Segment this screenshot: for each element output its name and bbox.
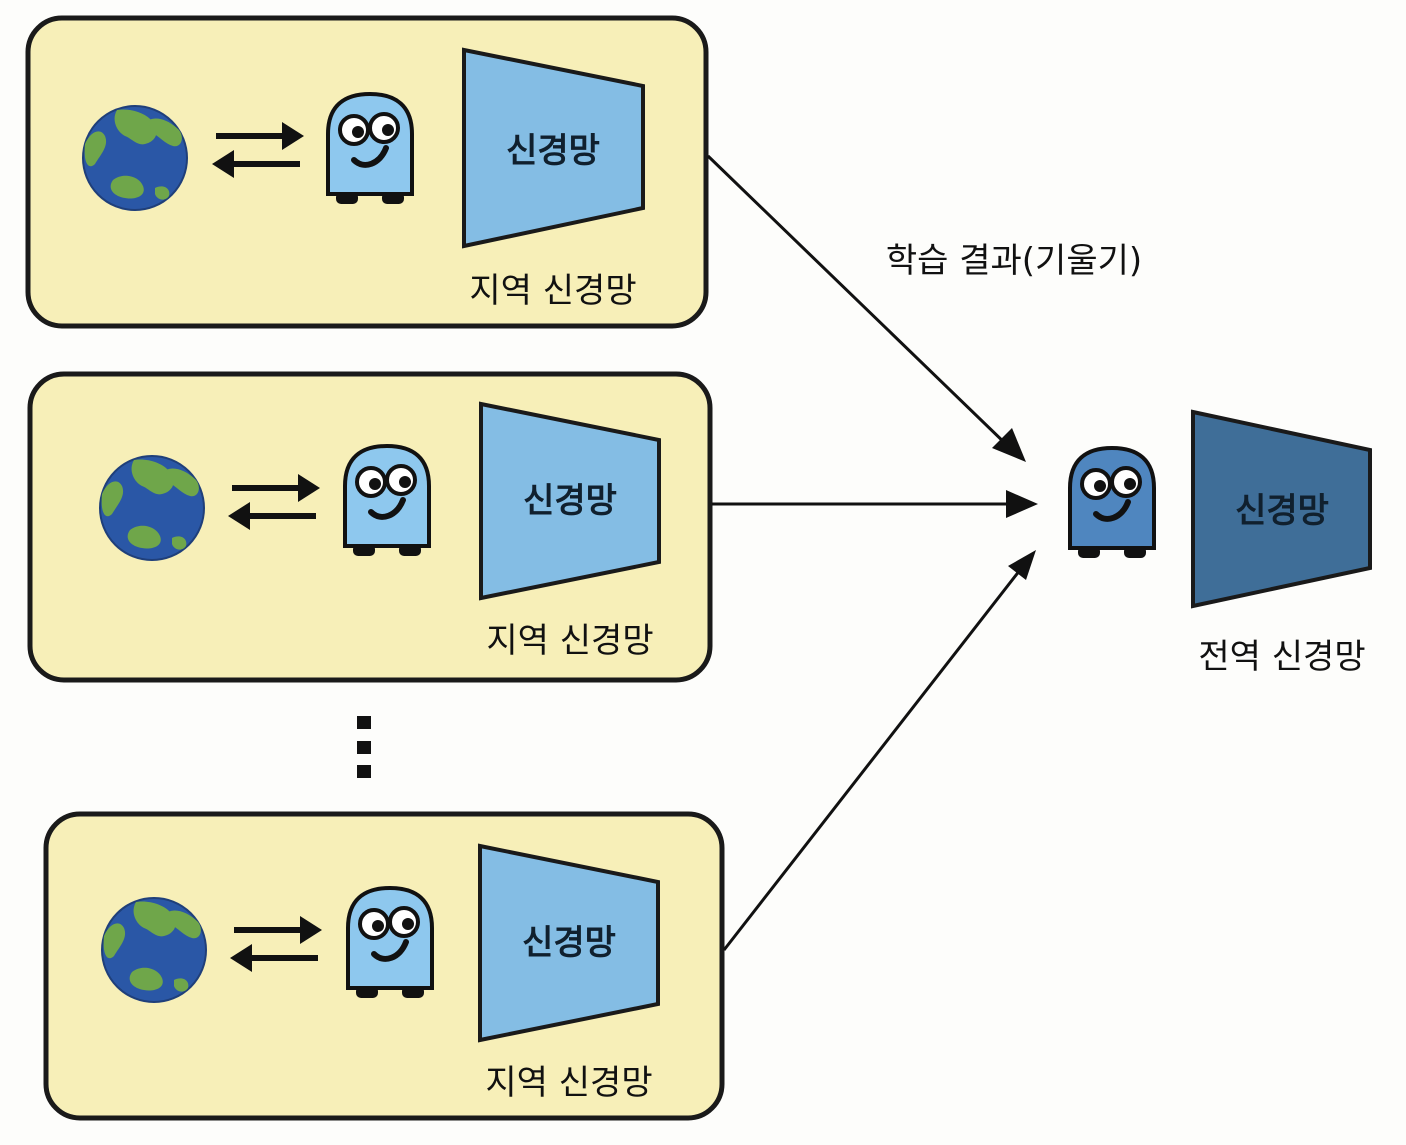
global-network-caption: 전역 신경망 — [1198, 637, 1365, 677]
local-unit-1: 신경망 지역 신경망 — [25, 15, 709, 329]
local-unit-2: 신경망 지역 신경망 — [27, 371, 713, 683]
global-unit: 신경망 전역 신경망 — [1070, 409, 1372, 677]
globe-icon — [99, 455, 205, 561]
global-network-shape — [1191, 409, 1372, 609]
arrowhead — [1008, 550, 1036, 580]
edge-arrow — [722, 569, 1022, 951]
edge-arrow — [706, 154, 1012, 450]
local-network-shape — [478, 843, 660, 1043]
network-label: 신경망 — [522, 923, 616, 963]
agent-icon — [348, 888, 432, 998]
local-unit-3: 신경망 지역 신경망 — [43, 811, 725, 1121]
local-network-shape — [462, 47, 645, 249]
network-label: 신경망 — [1235, 491, 1329, 531]
agent-icon — [345, 446, 429, 556]
agent-icon — [1070, 448, 1154, 558]
globe-icon — [82, 105, 188, 211]
arrowhead — [992, 428, 1026, 462]
globe-icon — [101, 897, 207, 1003]
local-network-caption: 지역 신경망 — [486, 621, 653, 661]
network-label: 신경망 — [523, 481, 617, 521]
agent-icon — [328, 94, 412, 204]
network-label: 신경망 — [506, 131, 600, 171]
local-network-caption: 지역 신경망 — [469, 271, 636, 311]
local-network-caption: 지역 신경망 — [485, 1063, 652, 1103]
gradient-edges — [706, 154, 1038, 951]
local-network-shape — [479, 401, 661, 601]
arrowhead — [1006, 490, 1038, 518]
vertical-ellipsis-icon — [357, 716, 371, 778]
edge-label: 학습 결과(기울기) — [886, 241, 1142, 281]
